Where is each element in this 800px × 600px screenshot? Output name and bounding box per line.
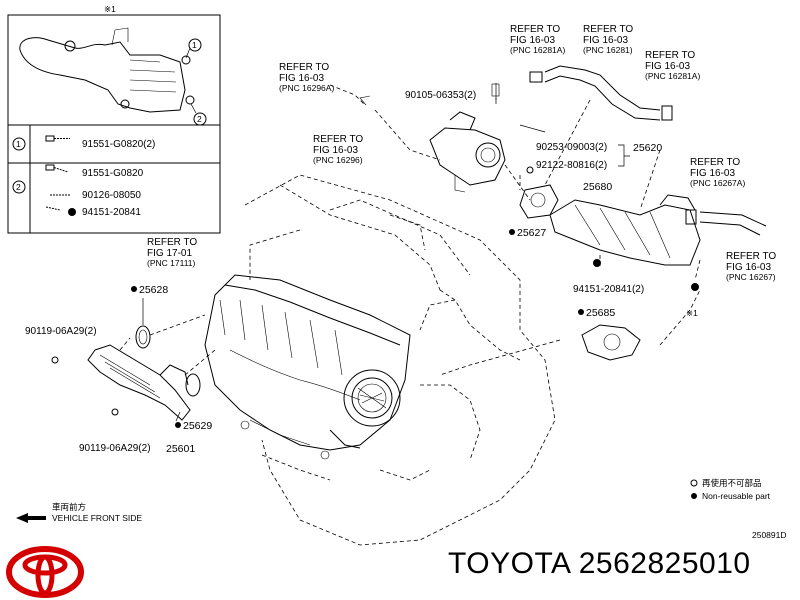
svg-text:FIG 16-03: FIG 16-03 — [690, 168, 735, 179]
bolt-icon — [45, 164, 69, 173]
refer-label-16281: REFER TO FIG 16-03 (PNC 16281) — [583, 24, 633, 55]
svg-text:REFER TO: REFER TO — [279, 62, 329, 73]
nonreusable-dot — [509, 229, 515, 235]
egr-pipe-25601 — [87, 344, 201, 421]
svg-text:FIG 16-03: FIG 16-03 — [583, 35, 628, 46]
nonreusable-dot — [578, 309, 584, 315]
gasket-25627 — [519, 184, 559, 219]
arrow-left-icon — [16, 513, 46, 523]
svg-text:2: 2 — [197, 114, 202, 124]
svg-text:1: 1 — [16, 139, 21, 149]
svg-text:REFER TO: REFER TO — [726, 251, 776, 262]
gasket-25628 — [135, 298, 206, 349]
nonreusable-dot — [131, 286, 137, 292]
part-label: 90119-06A29(2) — [79, 443, 151, 454]
svg-text:(PNC 16267): (PNC 16267) — [726, 272, 776, 282]
part-label: 94151-20841(2) — [573, 284, 644, 295]
inset-part: 91551-G0820 — [82, 168, 144, 179]
svg-text:FIG 16-03: FIG 16-03 — [279, 73, 324, 84]
svg-text:(PNC 16267A): (PNC 16267A) — [690, 178, 745, 188]
svg-text:(PNC 16281): (PNC 16281) — [583, 45, 633, 55]
svg-text:REFER TO: REFER TO — [583, 24, 633, 35]
inset-part: 90126-08050 — [82, 190, 141, 201]
part-label: 90253-09003(2) — [536, 142, 607, 153]
vehicle-front-indicator: 車両前方 VEHICLE FRONT SIDE — [16, 502, 142, 523]
svg-text:(PNC 17111): (PNC 17111) — [147, 258, 196, 268]
nonreusable-dot — [175, 422, 181, 428]
part-label: 25620 — [633, 142, 662, 154]
svg-text:(PNC 16281A): (PNC 16281A) — [510, 45, 565, 55]
egr-valve-25620 — [429, 111, 534, 193]
nut-icon — [45, 206, 76, 216]
refer-label-16296a: REFER TO FIG 16-03 (PNC 16296A) — [279, 62, 334, 93]
refer-label-16296: REFER TO FIG 16-03 (PNC 16296) — [313, 134, 363, 165]
svg-text:REFER TO: REFER TO — [313, 134, 363, 145]
egr-cooler-25680 — [549, 194, 701, 266]
svg-text:(PNC 16296): (PNC 16296) — [313, 155, 363, 165]
svg-text:FIG 16-03: FIG 16-03 — [645, 61, 690, 72]
leader-lines — [51, 83, 701, 422]
svg-text:FIG 16-03: FIG 16-03 — [726, 262, 771, 273]
svg-text:(PNC 16281A): (PNC 16281A) — [645, 71, 700, 81]
svg-text:FIG 16-03: FIG 16-03 — [313, 145, 358, 156]
inset-box: ※1 1 2 1 2 91551-G0820(2) 91551-G0820 90… — [7, 4, 221, 234]
gasket-25685 — [581, 324, 641, 361]
svg-text:車両前方: 車両前方 — [52, 502, 86, 512]
part-label: 25628 — [139, 284, 168, 296]
bracket — [618, 144, 630, 167]
refer-label-16281a-left: REFER TO FIG 16-03 (PNC 16281A) — [510, 24, 565, 55]
svg-text:REFER TO: REFER TO — [147, 237, 197, 248]
refer-label-16267a: REFER TO FIG 16-03 (PNC 16267A) — [690, 157, 745, 188]
part-note: ※1 — [686, 308, 698, 318]
refer-label-16267: REFER TO FIG 16-03 (PNC 16267) — [726, 251, 776, 282]
svg-text:FIG 17-01: FIG 17-01 — [147, 248, 192, 259]
hoses — [359, 65, 767, 236]
part-number-title: TOYOTA 2562825010 — [448, 547, 751, 580]
svg-text:(PNC 16296A): (PNC 16296A) — [279, 83, 334, 93]
svg-text:REFER TO: REFER TO — [645, 50, 695, 61]
part-label: 90105-06353(2) — [405, 90, 476, 101]
part-label: 25629 — [183, 420, 212, 432]
inset-note: ※1 — [104, 4, 116, 14]
bolt-icon — [45, 135, 70, 142]
svg-text:再使用不可部品: 再使用不可部品 — [702, 478, 762, 488]
inset-part: 94151-20841 — [82, 207, 141, 218]
svg-text:1: 1 — [192, 40, 197, 50]
part-label: 25601 — [166, 443, 195, 455]
diagram-code: 250891D — [752, 530, 787, 540]
part-label: 25627 — [517, 227, 546, 239]
svg-text:VEHICLE FRONT SIDE: VEHICLE FRONT SIDE — [52, 513, 142, 523]
legend: 再使用不可部品 Non-reusable part — [690, 478, 771, 501]
part-label: 90119-06A29(2) — [25, 326, 97, 337]
part-label: 25685 — [586, 307, 615, 319]
part-label: 92122-80816(2) — [536, 160, 607, 171]
svg-text:REFER TO: REFER TO — [690, 157, 740, 168]
svg-text:REFER TO: REFER TO — [510, 24, 560, 35]
engine-block-outline — [244, 174, 556, 546]
toyota-logo — [6, 546, 84, 598]
refer-label-17111: REFER TO FIG 17-01 (PNC 17111) — [147, 237, 197, 268]
svg-text:2: 2 — [16, 182, 21, 192]
svg-text:FIG 16-03: FIG 16-03 — [510, 35, 555, 46]
refer-label-16281a-right: REFER TO FIG 16-03 (PNC 16281A) — [645, 50, 700, 81]
inset-part: 91551-G0820(2) — [82, 139, 155, 150]
intake-manifold — [204, 274, 411, 460]
svg-text:Non-reusable part: Non-reusable part — [702, 491, 771, 501]
part-label: 25680 — [583, 181, 612, 193]
